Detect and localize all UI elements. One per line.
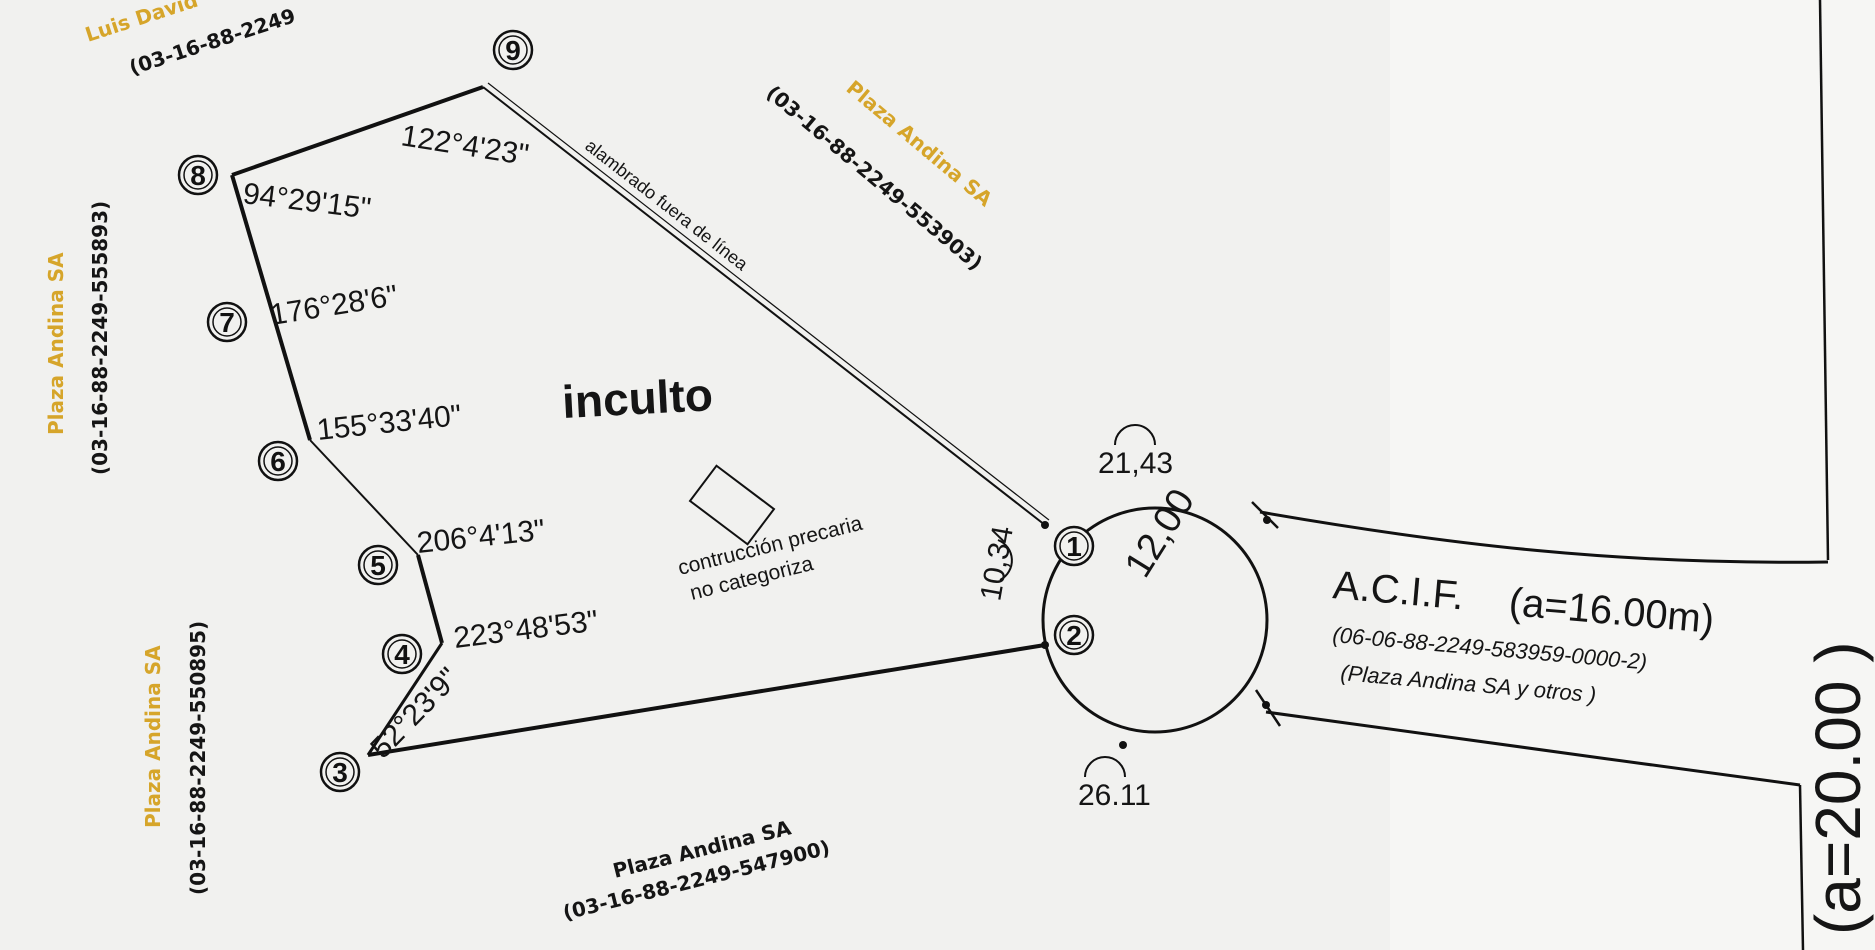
vertex-marker-4: 4 [381,633,423,675]
parcel-boundary-6-8 [230,174,312,441]
vertex-label-6: 6 [270,446,286,477]
arc-marker-bottom [1084,756,1126,778]
circle-point-bottom [1119,741,1127,749]
parcel-boundary-8-9 [231,85,484,177]
vertex-marker-2: 2 [1053,614,1095,656]
parcel-boundary-3-2 [367,643,1046,757]
precarious-building [688,464,776,546]
vertex-label-2: 2 [1066,620,1082,651]
vertex-marker-8: 8 [177,154,219,196]
vertex-label-4: 4 [394,639,410,670]
land-use-label: inculto [561,368,714,428]
right-street-boundary-upper [1818,0,1830,561]
vertex-label-3: 3 [332,757,348,788]
owner-left-upper-parcel: (03-16-88-2249-555893) [88,201,112,475]
vertex-label-1: 1 [1066,531,1082,562]
parcel-boundary-3-4 [366,642,444,756]
vertex-label-9: 9 [505,35,521,66]
vertex-label-8: 8 [190,160,206,191]
vertex-marker-3: 3 [319,751,361,793]
road-lower-edge [1265,710,1801,787]
vertex-label-7: 7 [219,307,235,338]
road-tick-upper [1251,501,1279,529]
circle-point-bottom-right [1262,701,1270,709]
vertex-label-5: 5 [370,550,386,581]
road-upper-edge [1259,510,1829,564]
owner-left-upper-name: Plaza Andina SA [44,252,68,435]
vertex-marker-1: 1 [1053,525,1095,567]
cul-de-sac-circle [1041,506,1269,734]
arc-marker-left [997,539,1013,581]
vertex-marker-6: 6 [257,440,299,482]
vertex-marker-9: 9 [492,29,534,71]
parcel-boundary-4-5 [416,554,444,644]
right-street-boundary-lower [1798,784,1805,950]
right-street-width: (a=20.00 ) [1802,641,1874,935]
fence-line-offset [487,82,1050,521]
owner-left-lower-parcel: (03-16-88-2249-550895) [186,621,210,895]
parcel-boundary-5-6 [309,439,419,556]
vertex-marker-7: 7 [206,301,248,343]
circle-point-top [1263,516,1271,524]
arc-length-top: 21,43 [1098,447,1173,480]
owner-left-lower-name: Plaza Andina SA [141,645,165,828]
vertex-marker-5: 5 [357,544,399,586]
parcel-boundary-9-1 [482,86,1046,526]
right-street-area [1390,0,1875,950]
arc-length-bottom: 26.11 [1078,779,1151,812]
arc-marker-top [1114,424,1156,446]
